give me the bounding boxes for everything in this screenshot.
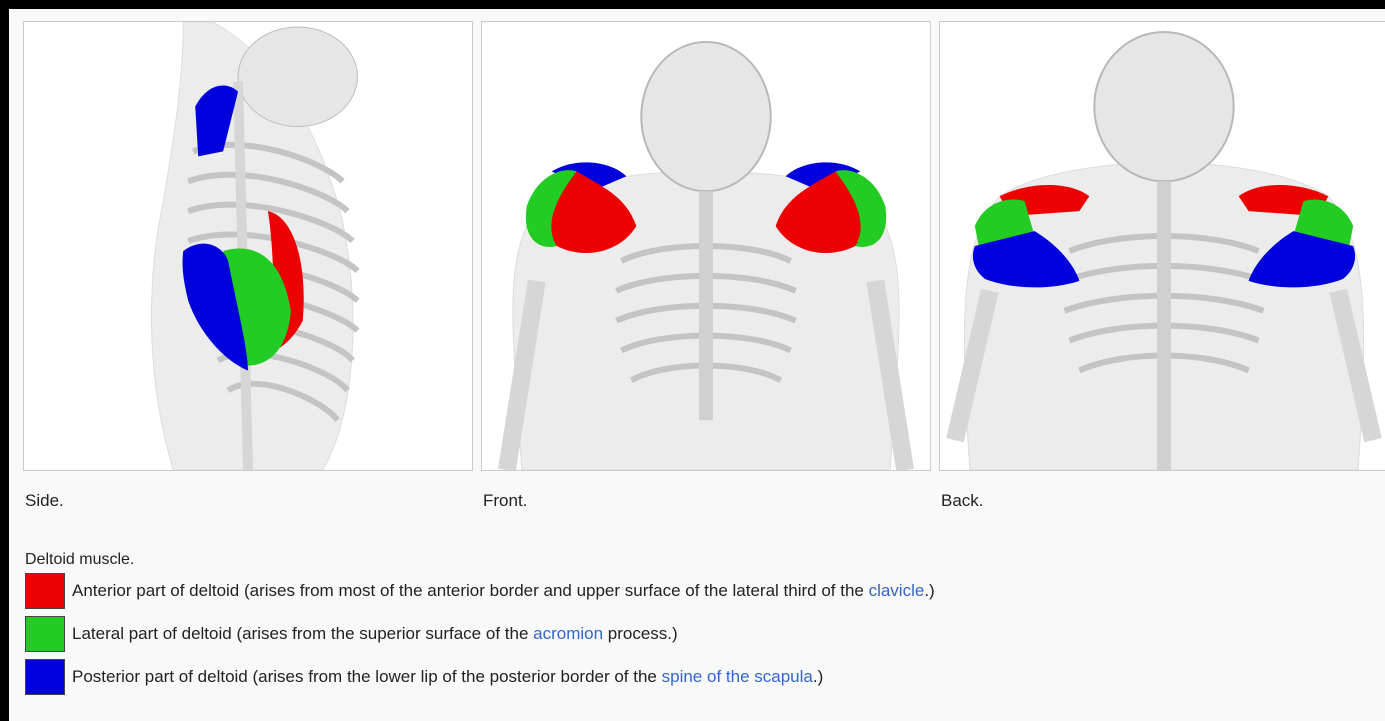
acromion-link[interactable]: acromion [533,624,603,643]
front-caption: Front. [483,491,527,511]
back-caption: Back. [941,491,984,511]
red-color-swatch [25,573,65,609]
gallery-caption: Deltoid muscle. [25,551,134,569]
gallery-panel: Side. Front. Back. Deltoid muscle. Anter… [9,9,1385,721]
spine-of-scapula-link[interactable]: spine of the scapula [662,667,813,686]
legend-text-anterior: Anterior part of deltoid (arises from mo… [72,581,935,601]
side-caption: Side. [25,491,64,511]
legend-text-posterior: Posterior part of deltoid (arises from t… [72,667,823,687]
back-view-image[interactable] [939,21,1385,471]
blue-color-swatch [25,659,65,695]
side-view-image[interactable] [23,21,473,471]
legend-row-lateral: Lateral part of deltoid (arises from the… [25,616,678,652]
legend-text-lateral: Lateral part of deltoid (arises from the… [72,624,678,644]
green-color-swatch [25,616,65,652]
legend-row-anterior: Anterior part of deltoid (arises from mo… [25,573,935,609]
clavicle-link[interactable]: clavicle [869,581,925,600]
front-view-image[interactable] [481,21,931,471]
legend-row-posterior: Posterior part of deltoid (arises from t… [25,659,823,695]
